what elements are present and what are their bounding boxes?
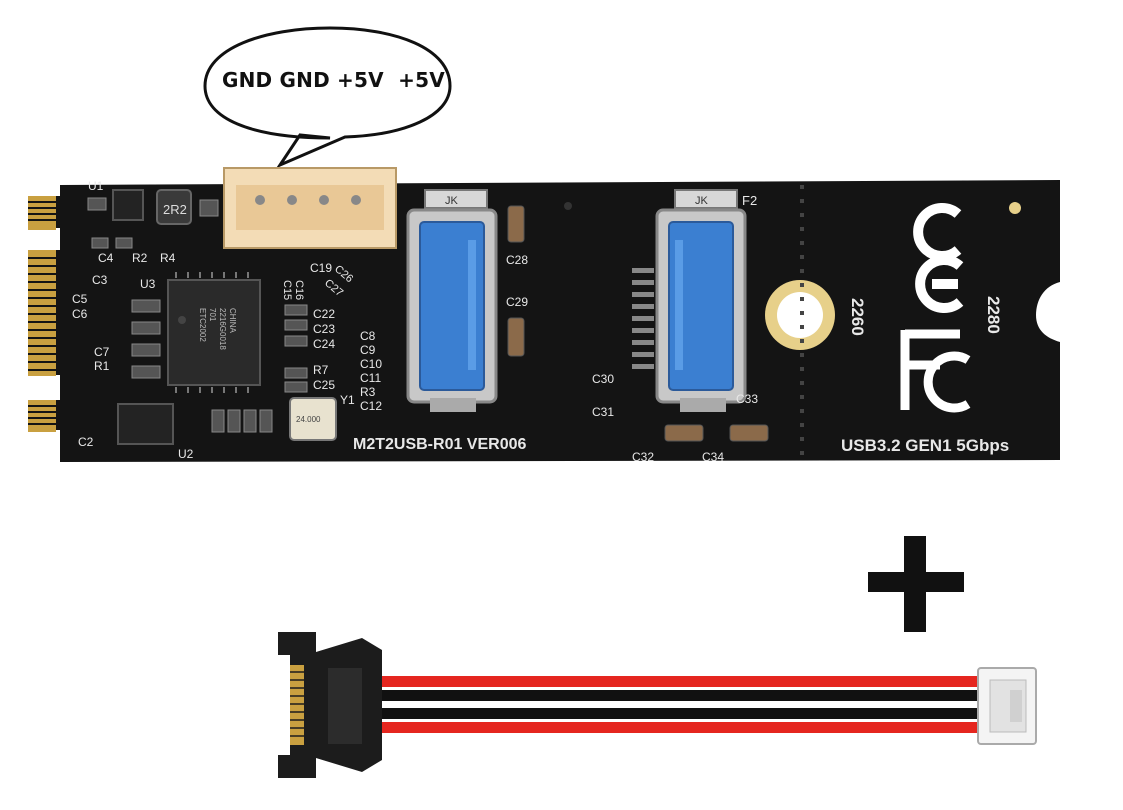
length-2280-label: 2280 <box>984 296 1003 334</box>
ref-c25: C25 <box>313 378 335 392</box>
jst-connector <box>977 667 1037 745</box>
ref-c30: C30 <box>592 372 614 386</box>
ref-r4: R4 <box>160 251 176 265</box>
ref-r1: R1 <box>94 359 110 373</box>
fuse-left <box>424 189 488 209</box>
inductor <box>156 189 192 225</box>
u1-chip <box>112 189 144 221</box>
ref-c6: C6 <box>72 307 88 321</box>
u2-chip <box>117 403 174 445</box>
ref-u1: U1 <box>88 179 104 193</box>
ref-r3: R3 <box>360 385 376 399</box>
ref-c16: C16 <box>293 280 305 300</box>
ref-u3: U3 <box>140 277 156 291</box>
controller-chip <box>167 272 261 393</box>
chip-text-1: ETC2002 <box>198 308 207 342</box>
inductor-label: 2R2 <box>163 202 187 217</box>
ref-c3: C3 <box>92 273 108 287</box>
length-2260-label: 2260 <box>848 298 867 336</box>
ref-c23: C23 <box>313 322 335 336</box>
ref-c10: C10 <box>360 357 382 371</box>
usb-port-2 <box>632 208 747 412</box>
ref-u2: U2 <box>178 447 194 461</box>
ref-r7: R7 <box>313 363 329 377</box>
ref-c15: C15 <box>281 280 293 300</box>
silkscreen: M2T2USB-R01 VER006 USB3.2 GEN1 5Gbps 226… <box>72 179 1009 464</box>
chip-text-3: 2216G0018 <box>218 308 227 350</box>
ref-c12: C12 <box>360 399 382 413</box>
sata-to-jst-cable <box>278 632 1037 778</box>
fcc-mark <box>900 329 971 413</box>
fuse-left-label: JK <box>445 195 459 207</box>
ref-c31: C31 <box>592 405 614 419</box>
crystal <box>289 397 337 441</box>
ref-c9: C9 <box>360 343 376 357</box>
ce-mark <box>913 203 964 313</box>
ref-c28: C28 <box>506 253 528 267</box>
ref-c24: C24 <box>313 337 335 351</box>
ref-c19: C19 <box>310 261 332 275</box>
board-model-label: M2T2USB-R01 VER006 <box>353 436 527 453</box>
usb-port-1 <box>406 208 498 412</box>
crystal-label: 24.000 <box>296 415 321 424</box>
pinout-callout <box>203 26 452 169</box>
ref-c7: C7 <box>94 345 110 359</box>
f2-label: F2 <box>742 193 757 208</box>
ref-c34: C34 <box>702 450 724 464</box>
gold-edge-connector <box>28 196 56 432</box>
pinout-callout-text: GND GND +5V +5V <box>222 68 445 92</box>
m2-usb-adapter-board: M2T2USB-R01 VER006 USB3.2 GEN1 5Gbps 226… <box>28 167 1060 464</box>
ref-c22: C22 <box>313 307 335 321</box>
fuse-right-label: JK <box>695 195 709 207</box>
ref-c4: C4 <box>98 251 114 265</box>
ref-c32: C32 <box>632 450 654 464</box>
ref-c5: C5 <box>72 292 88 306</box>
ref-c8: C8 <box>360 329 376 343</box>
chip-text-2: 701 <box>208 308 217 322</box>
ref-c2: C2 <box>78 435 94 449</box>
ref-y1: Y1 <box>340 393 355 407</box>
spec-label: USB3.2 GEN1 5Gbps <box>841 436 1009 455</box>
plus-sign <box>868 536 964 632</box>
sata-power-connector <box>278 632 382 778</box>
fuse-right <box>674 189 738 209</box>
power-header <box>223 167 397 249</box>
ref-c11: C11 <box>360 371 381 385</box>
chip-text-4: CHINA <box>228 308 237 334</box>
ref-c29: C29 <box>506 295 528 309</box>
ref-r2: R2 <box>132 251 148 265</box>
ref-c33: C33 <box>736 392 758 406</box>
